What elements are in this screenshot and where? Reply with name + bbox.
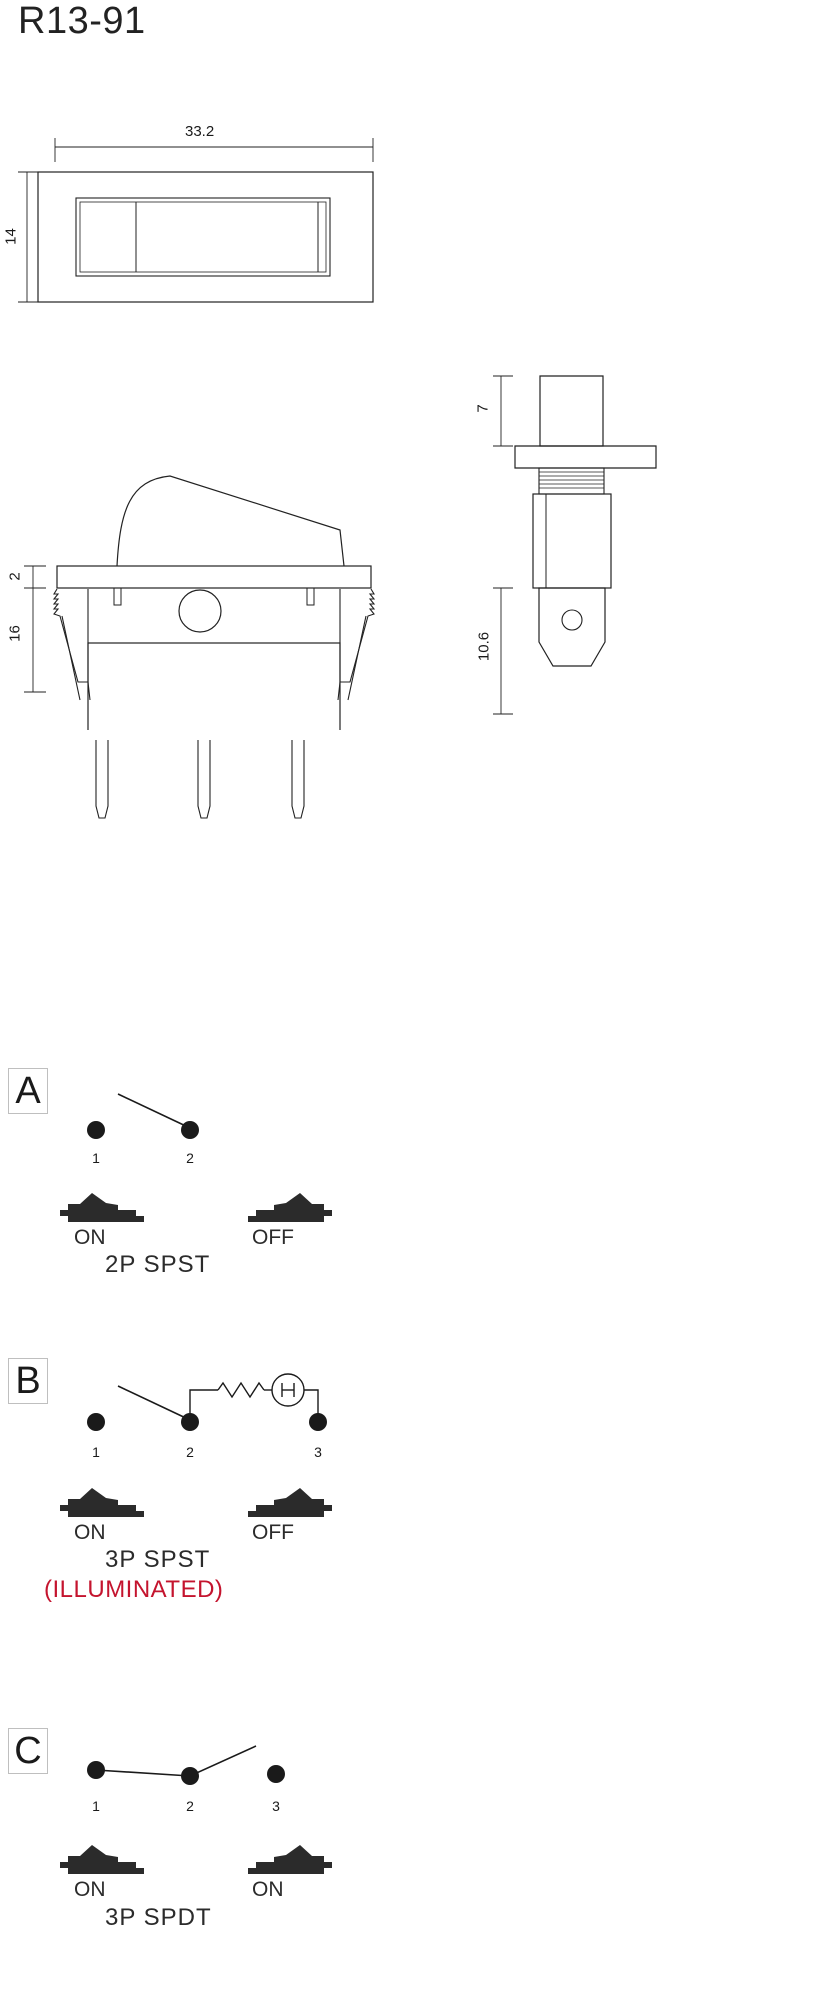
dimension-label-33-2: 33.2	[185, 123, 215, 140]
state-label-C-on-right: ON	[252, 1878, 284, 1901]
schematic-A-circuit	[87, 1093, 199, 1139]
circuit-name-C: 3P SPDT	[105, 1904, 212, 1931]
rocker-icon-C-on-left	[60, 1845, 144, 1874]
schematic-letter-C: C	[8, 1728, 48, 1774]
top-view-svg	[18, 138, 374, 303]
rocker-icon-A-on	[60, 1193, 144, 1222]
terminal-number-C-3: 3	[272, 1798, 280, 1814]
front-view-svg	[24, 475, 376, 730]
dimension-label-10-6: 10.6	[475, 631, 493, 662]
schematic-block-B: B 1 2 3 ON OFF 3P SPST (ILLUMINATED)	[0, 1350, 420, 1650]
state-label-C-on-left: ON	[74, 1878, 106, 1901]
dimension-label-7: 7	[474, 404, 492, 413]
state-label-A-on: ON	[74, 1226, 106, 1249]
dimension-label-16: 16	[6, 625, 24, 642]
terminal-number-C-1: 1	[92, 1798, 100, 1814]
terminal-number-B-3: 3	[314, 1444, 322, 1460]
schematic-block-A: A 1 2 ON OFF 2P SPST	[0, 1068, 420, 1338]
rocker-icon-C-on-right	[248, 1845, 332, 1874]
schematic-C-circuit	[87, 1745, 285, 1785]
side-view-svg	[493, 375, 657, 715]
state-label-A-off: OFF	[252, 1226, 294, 1249]
terminals-svg	[95, 740, 305, 819]
front-view-drawing: 2 16	[0, 370, 400, 730]
illuminated-note-B: (ILLUMINATED)	[44, 1576, 224, 1603]
dimension-label-2: 2	[6, 572, 24, 581]
schematic-letter-A: A	[8, 1068, 48, 1114]
schematic-B-circuit	[87, 1373, 327, 1431]
circuit-name-A: 2P SPST	[105, 1251, 211, 1278]
terminal-number-B-2: 2	[186, 1444, 194, 1460]
state-label-B-on: ON	[74, 1521, 106, 1544]
dimension-label-14: 14	[2, 228, 20, 245]
top-view-drawing: 33.2 14	[0, 120, 420, 330]
schematic-letter-B: B	[8, 1358, 48, 1404]
front-view-terminals	[0, 740, 400, 830]
circuit-name-B: 3P SPST	[105, 1546, 211, 1573]
rocker-icon-B-on	[60, 1488, 144, 1517]
page-title: R13-91	[18, 0, 146, 42]
schematic-block-C: C 1 2 3 ON ON 3P SPDT	[0, 1640, 420, 2003]
terminal-number-B-1: 1	[92, 1444, 100, 1460]
side-view-drawing: 7 10.6	[460, 370, 720, 740]
terminal-number-A-2: 2	[186, 1150, 194, 1166]
state-label-B-off: OFF	[252, 1521, 294, 1544]
terminal-number-A-1: 1	[92, 1150, 100, 1166]
rocker-icon-A-off	[248, 1193, 332, 1222]
rocker-icon-B-off	[248, 1488, 332, 1517]
terminal-number-C-2: 2	[186, 1798, 194, 1814]
